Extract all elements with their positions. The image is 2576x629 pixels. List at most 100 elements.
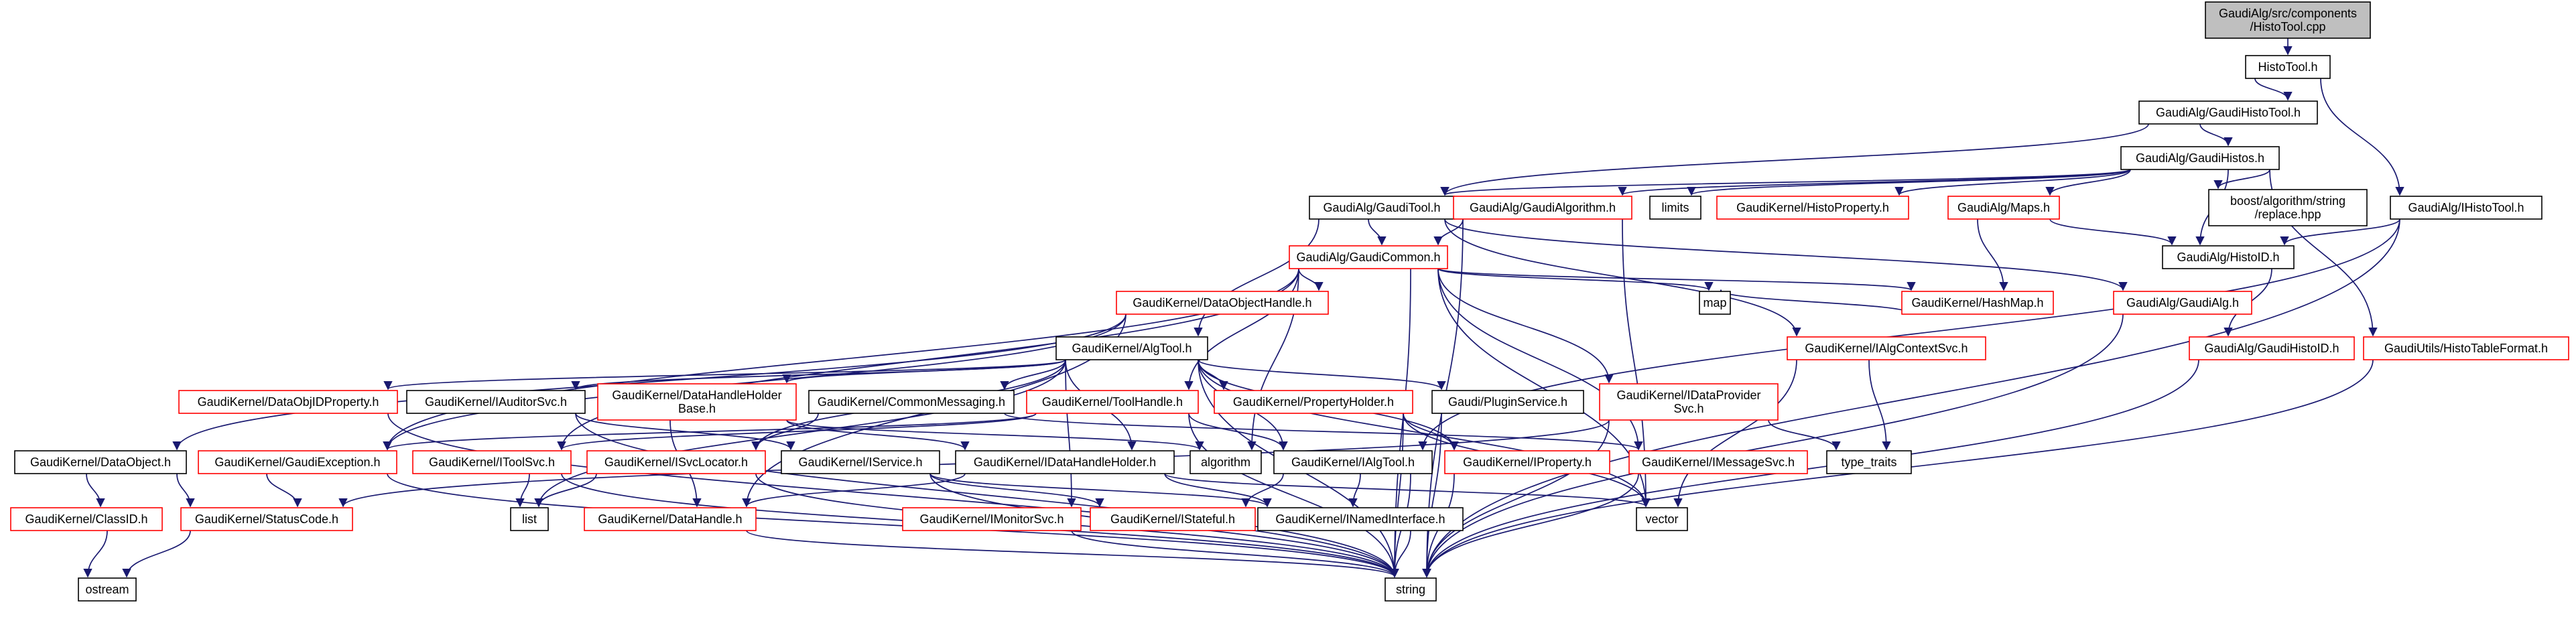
edge-toolhandle-h-to-ialgtool-h [1188,413,1288,451]
node-label: limits [1662,201,1689,214]
node-commonmessaging-h[interactable]: GaudiKernel/CommonMessaging.h [808,390,1015,414]
node-map[interactable]: map [1699,291,1731,315]
node-gaudicommon-h[interactable]: GaudiAlg/GaudiCommon.h [1289,245,1448,269]
node-label: GaudiKernel/ToolHandle.h [1042,395,1183,409]
node-ostream[interactable]: ostream [78,577,137,602]
node-inamedinterface-h[interactable]: GaudiKernel/INamedInterface.h [1257,507,1464,531]
node-itoolsvc-h[interactable]: GaudiKernel/IToolSvc.h [412,450,572,474]
node-box [2390,196,2542,220]
node-gauditool-h[interactable]: GaudiAlg/GaudiTool.h [1309,196,1455,220]
edge-gaudiexception-h-to-statuscode-h [266,473,302,508]
node-ialgcontextsvc-h[interactable]: GaudiKernel/IAlgContextSvc.h [1787,336,1986,360]
edge-gaudihistotool-h-to-gaudihistos-h [2199,123,2233,147]
node-datahandle-h[interactable]: GaudiKernel/DataHandle.h [584,507,757,531]
node-classid-h[interactable]: GaudiKernel/ClassID.h [10,507,163,531]
node-label: GaudiKernel/ISvcLocator.h [604,456,748,469]
node-histoproperty-h[interactable]: GaudiKernel/HistoProperty.h [1716,196,1909,220]
node-limits[interactable]: limits [1649,196,1701,220]
node-label: Gaudi/PluginService.h [1448,395,1567,409]
node-box [1257,507,1464,531]
node-box [1826,450,1912,474]
node-vector[interactable]: vector [1636,507,1688,531]
node-box [1116,291,1329,315]
node-label: GaudiAlg/src/components/HistoTool.cpp [2219,7,2357,33]
edge-idatahandleholder-h-to-inamedinterface-h [1164,473,1272,508]
node-label: type_traits [1841,456,1896,470]
edge-idataprovidersvc-h-to-type-traits [1768,419,1841,451]
edge-ialgcontextsvc-h-to-vector [1673,359,1797,508]
node-idatahandleholder-h[interactable]: GaudiKernel/IDataHandleHolder.h [955,450,1175,474]
node-iauditorsvc-h[interactable]: GaudiKernel/IAuditorSvc.h [406,390,586,414]
edge-dataobjecthandle-h-to-gaudiexception-h [383,313,1126,451]
edge-histotool-h-to-gaudihistotool-h [2254,78,2293,101]
node-iservice-h[interactable]: GaudiKernel/IService.h [781,450,940,474]
node-gaudihistotool-h[interactable]: GaudiAlg/GaudiHistoTool.h [2138,100,2318,125]
node-label: GaudiAlg/GaudiAlgorithm.h [1470,201,1616,214]
node-histotool-cpp[interactable]: GaudiAlg/src/components/HistoTool.cpp [2205,1,2371,39]
node-toolhandle-h[interactable]: GaudiKernel/ToolHandle.h [1026,390,1199,414]
node-gaudihistoid-h[interactable]: GaudiAlg/GaudiHistoID.h [2189,336,2355,360]
node-isvclocator-h[interactable]: GaudiKernel/ISvcLocator.h [586,450,766,474]
edge-toolhandle-h-to-gaudiexception-h [383,413,1037,451]
edge-toolhandle-h-to-itoolsvc-h [557,413,1037,451]
node-gaudialg-h[interactable]: GaudiAlg/GaudiAlg.h [2113,291,2252,315]
node-label: GaudiAlg/GaudiAlg.h [2126,296,2239,309]
node-box [584,507,757,531]
node-string[interactable]: string [1384,577,1437,602]
node-histotool-h[interactable]: HistoTool.h [2245,55,2331,79]
node-imessagesvc-h[interactable]: GaudiKernel/IMessageSvc.h [1628,450,1808,474]
node-list[interactable]: list [510,507,549,531]
node-imonitorsvc-h[interactable]: GaudiKernel/IMonitorSvc.h [902,507,1082,531]
node-gaudiexception-h[interactable]: GaudiKernel/GaudiException.h [198,450,397,474]
node-boost-replace[interactable]: boost/algorithm/string/replace.hpp [2208,189,2368,226]
node-algtool-h[interactable]: GaudiKernel/AlgTool.h [1055,336,1208,360]
edge-algtool-h-to-commonmessaging-h [1000,359,1066,391]
edge-ialgcontextsvc-h-to-type-traits [1868,359,1891,451]
node-histoid-h[interactable]: GaudiAlg/HistoID.h [2162,245,2295,269]
node-gaudihistos-h[interactable]: GaudiAlg/GaudiHistos.h [2120,146,2280,170]
edge-datahandle-h-to-string [746,530,1399,578]
edge-maps-h-to-hashmap-h [1977,218,2008,291]
node-dataobjidproperty-h[interactable]: GaudiKernel/DataObjIDProperty.h [178,390,398,414]
node-box [1384,577,1437,602]
node-label: vector [1645,512,1678,526]
node-iproperty-h[interactable]: GaudiKernel/IProperty.h [1444,450,1610,474]
node-hashmap-h[interactable]: GaudiKernel/HashMap.h [1901,291,2054,315]
node-label: GaudiKernel/AlgTool.h [1072,342,1192,355]
node-ihistotool-h[interactable]: GaudiAlg/IHistoTool.h [2390,196,2542,220]
node-box [1649,196,1701,220]
node-label: GaudiKernel/IMonitorSvc.h [919,512,1064,526]
node-label: GaudiAlg/HistoID.h [2177,251,2279,264]
node-label: GaudiKernel/IService.h [798,456,922,469]
node-ialgtool-h[interactable]: GaudiKernel/IAlgTool.h [1273,450,1433,474]
node-dataobject-h[interactable]: GaudiKernel/DataObject.h [14,450,187,474]
node-maps-h[interactable]: GaudiAlg/Maps.h [1947,196,2060,220]
edge-gaudicommon-h-to-hashmap-h [1437,268,1916,291]
node-box [2208,189,2368,226]
node-pluginservice-h[interactable]: Gaudi/PluginService.h [1431,390,1584,414]
node-istateful-h[interactable]: GaudiKernel/IStateful.h [1090,507,1256,531]
edge-idatahandleholder-h-to-vector [1164,473,1651,508]
node-type-traits[interactable]: type_traits [1826,450,1912,474]
edge-pluginservice-h-to-string [1422,413,1442,578]
edge-inamedinterface-h-to-string [1390,530,1411,578]
edge-gaudihistotool-h-to-gauditool-h [1440,123,2149,196]
node-box [1431,390,1584,414]
edge-gaudihistoid-h-to-string [1422,359,2199,578]
edge-gaudihistos-h-to-gauditool-h [1440,169,2131,196]
node-box [1599,383,1779,421]
node-label: GaudiAlg/GaudiHistoID.h [2204,342,2339,355]
node-box [1289,245,1448,269]
node-box [955,450,1175,474]
edge-gaudicommon-h-to-map [1437,268,1714,291]
node-propertyholder-h[interactable]: GaudiKernel/PropertyHolder.h [1214,390,1413,414]
node-statuscode-h[interactable]: GaudiKernel/StatusCode.h [180,507,353,531]
node-histotableformat-h[interactable]: GaudiUtils/HistoTableFormat.h [2363,336,2569,360]
node-label: GaudiKernel/IToolSvc.h [429,456,555,469]
edge-ialgtool-h-to-istateful-h [1241,473,1284,508]
node-algorithm[interactable]: algorithm [1189,450,1262,474]
node-dataobjecthandle-h[interactable]: GaudiKernel/DataObjectHandle.h [1116,291,1329,315]
node-gaudialgorithm-h[interactable]: GaudiAlg/GaudiAlgorithm.h [1453,196,1632,220]
